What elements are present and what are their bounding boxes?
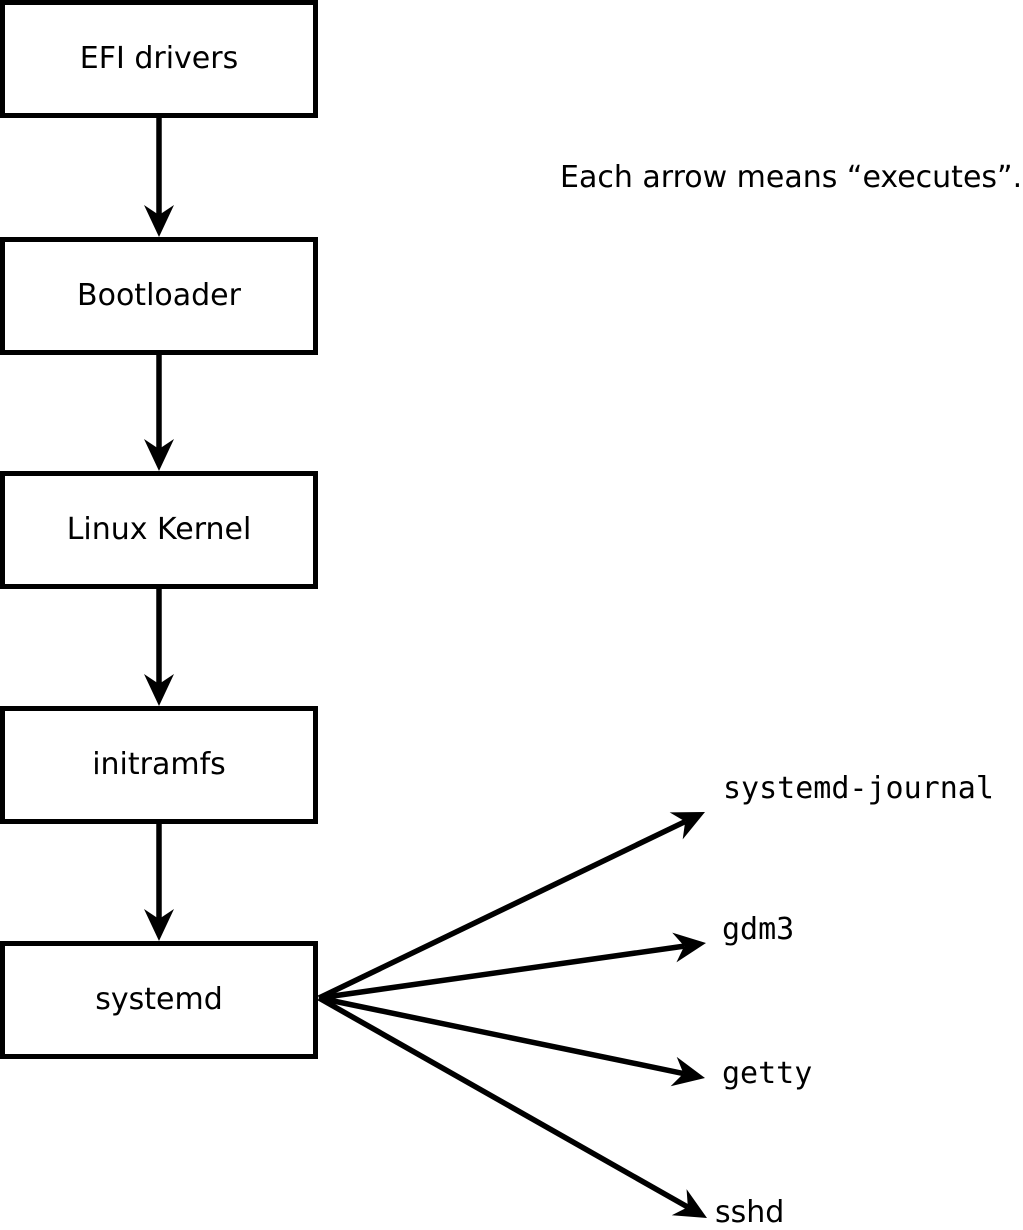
arrow-systemd-to-gdm3 — [318, 932, 706, 1001]
target-label-gdm3: gdm3 — [722, 912, 795, 947]
flow-box-bootloader: Bootloader — [0, 237, 318, 355]
arrow-systemd-to-sshd — [317, 995, 707, 1218]
target-label-getty: getty — [722, 1056, 813, 1091]
flow-box-label-initramfs: initramfs — [92, 747, 226, 782]
arrow-systemd-to-systemd-journal — [317, 812, 705, 1001]
flow-box-label-linux-kernel: Linux Kernel — [66, 512, 252, 547]
flow-box-label-systemd: systemd — [95, 982, 223, 1017]
legend-note: Each arrow means “executes”. — [560, 160, 1023, 195]
arrow-initramfs-to-systemd — [144, 823, 174, 941]
flow-box-label-bootloader: Bootloader — [77, 278, 241, 313]
arrow-efi-drivers-to-bootloader — [144, 118, 174, 237]
target-label-sshd: sshd — [715, 1195, 785, 1230]
target-label-systemd-journal: systemd-journal — [723, 771, 994, 806]
flow-box-initramfs: initramfs — [0, 706, 318, 824]
arrow-systemd-to-getty — [318, 995, 705, 1087]
flow-box-systemd: systemd — [0, 941, 318, 1059]
flow-box-label-efi-drivers: EFI drivers — [79, 41, 239, 76]
arrow-linux-kernel-to-initramfs — [144, 589, 174, 706]
flow-box-linux-kernel: Linux Kernel — [0, 471, 318, 589]
flow-box-efi-drivers: EFI drivers — [0, 0, 318, 118]
arrow-bootloader-to-linux-kernel — [144, 355, 174, 471]
